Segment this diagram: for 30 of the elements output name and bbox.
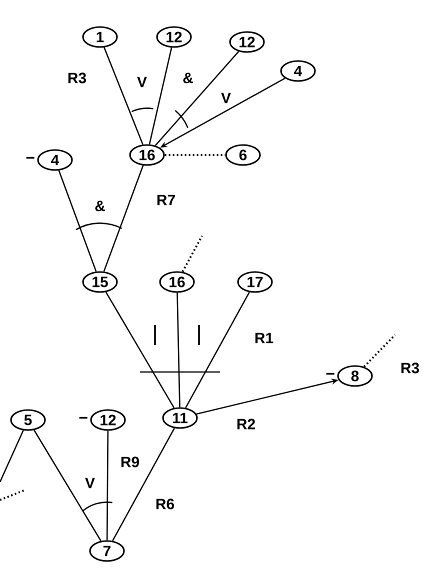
connector-line <box>176 292 180 408</box>
connector-line <box>0 430 24 482</box>
negation-sign: − <box>26 156 34 159</box>
rule-label: R2 <box>237 418 255 430</box>
rule-label: V <box>137 76 147 88</box>
connector-line <box>106 430 109 540</box>
connector-line <box>105 292 175 408</box>
rule-label: R6 <box>156 498 174 510</box>
connector-line <box>363 334 396 368</box>
connector-line <box>154 51 240 146</box>
connector-line <box>104 47 144 145</box>
connector-line <box>103 165 144 272</box>
rule-label: & <box>95 200 105 212</box>
negation-sign: − <box>79 416 88 419</box>
connector-line <box>58 170 97 272</box>
connector-line <box>164 154 226 156</box>
rule-label: R7 <box>157 194 175 206</box>
rule-label: R3 <box>401 362 420 374</box>
rule-label: V <box>85 478 95 488</box>
connector-line <box>34 430 102 542</box>
connector-line <box>112 428 175 542</box>
rule-label: & <box>183 72 193 84</box>
rule-label: R1 <box>255 332 274 344</box>
negation-sign: − <box>326 372 334 375</box>
rule-label: R9 <box>121 456 140 468</box>
rule-label: V <box>221 92 231 104</box>
connector-line <box>148 48 172 144</box>
connector-line <box>185 292 250 408</box>
connector-line <box>182 236 203 272</box>
rule-label: R3 <box>68 72 86 84</box>
